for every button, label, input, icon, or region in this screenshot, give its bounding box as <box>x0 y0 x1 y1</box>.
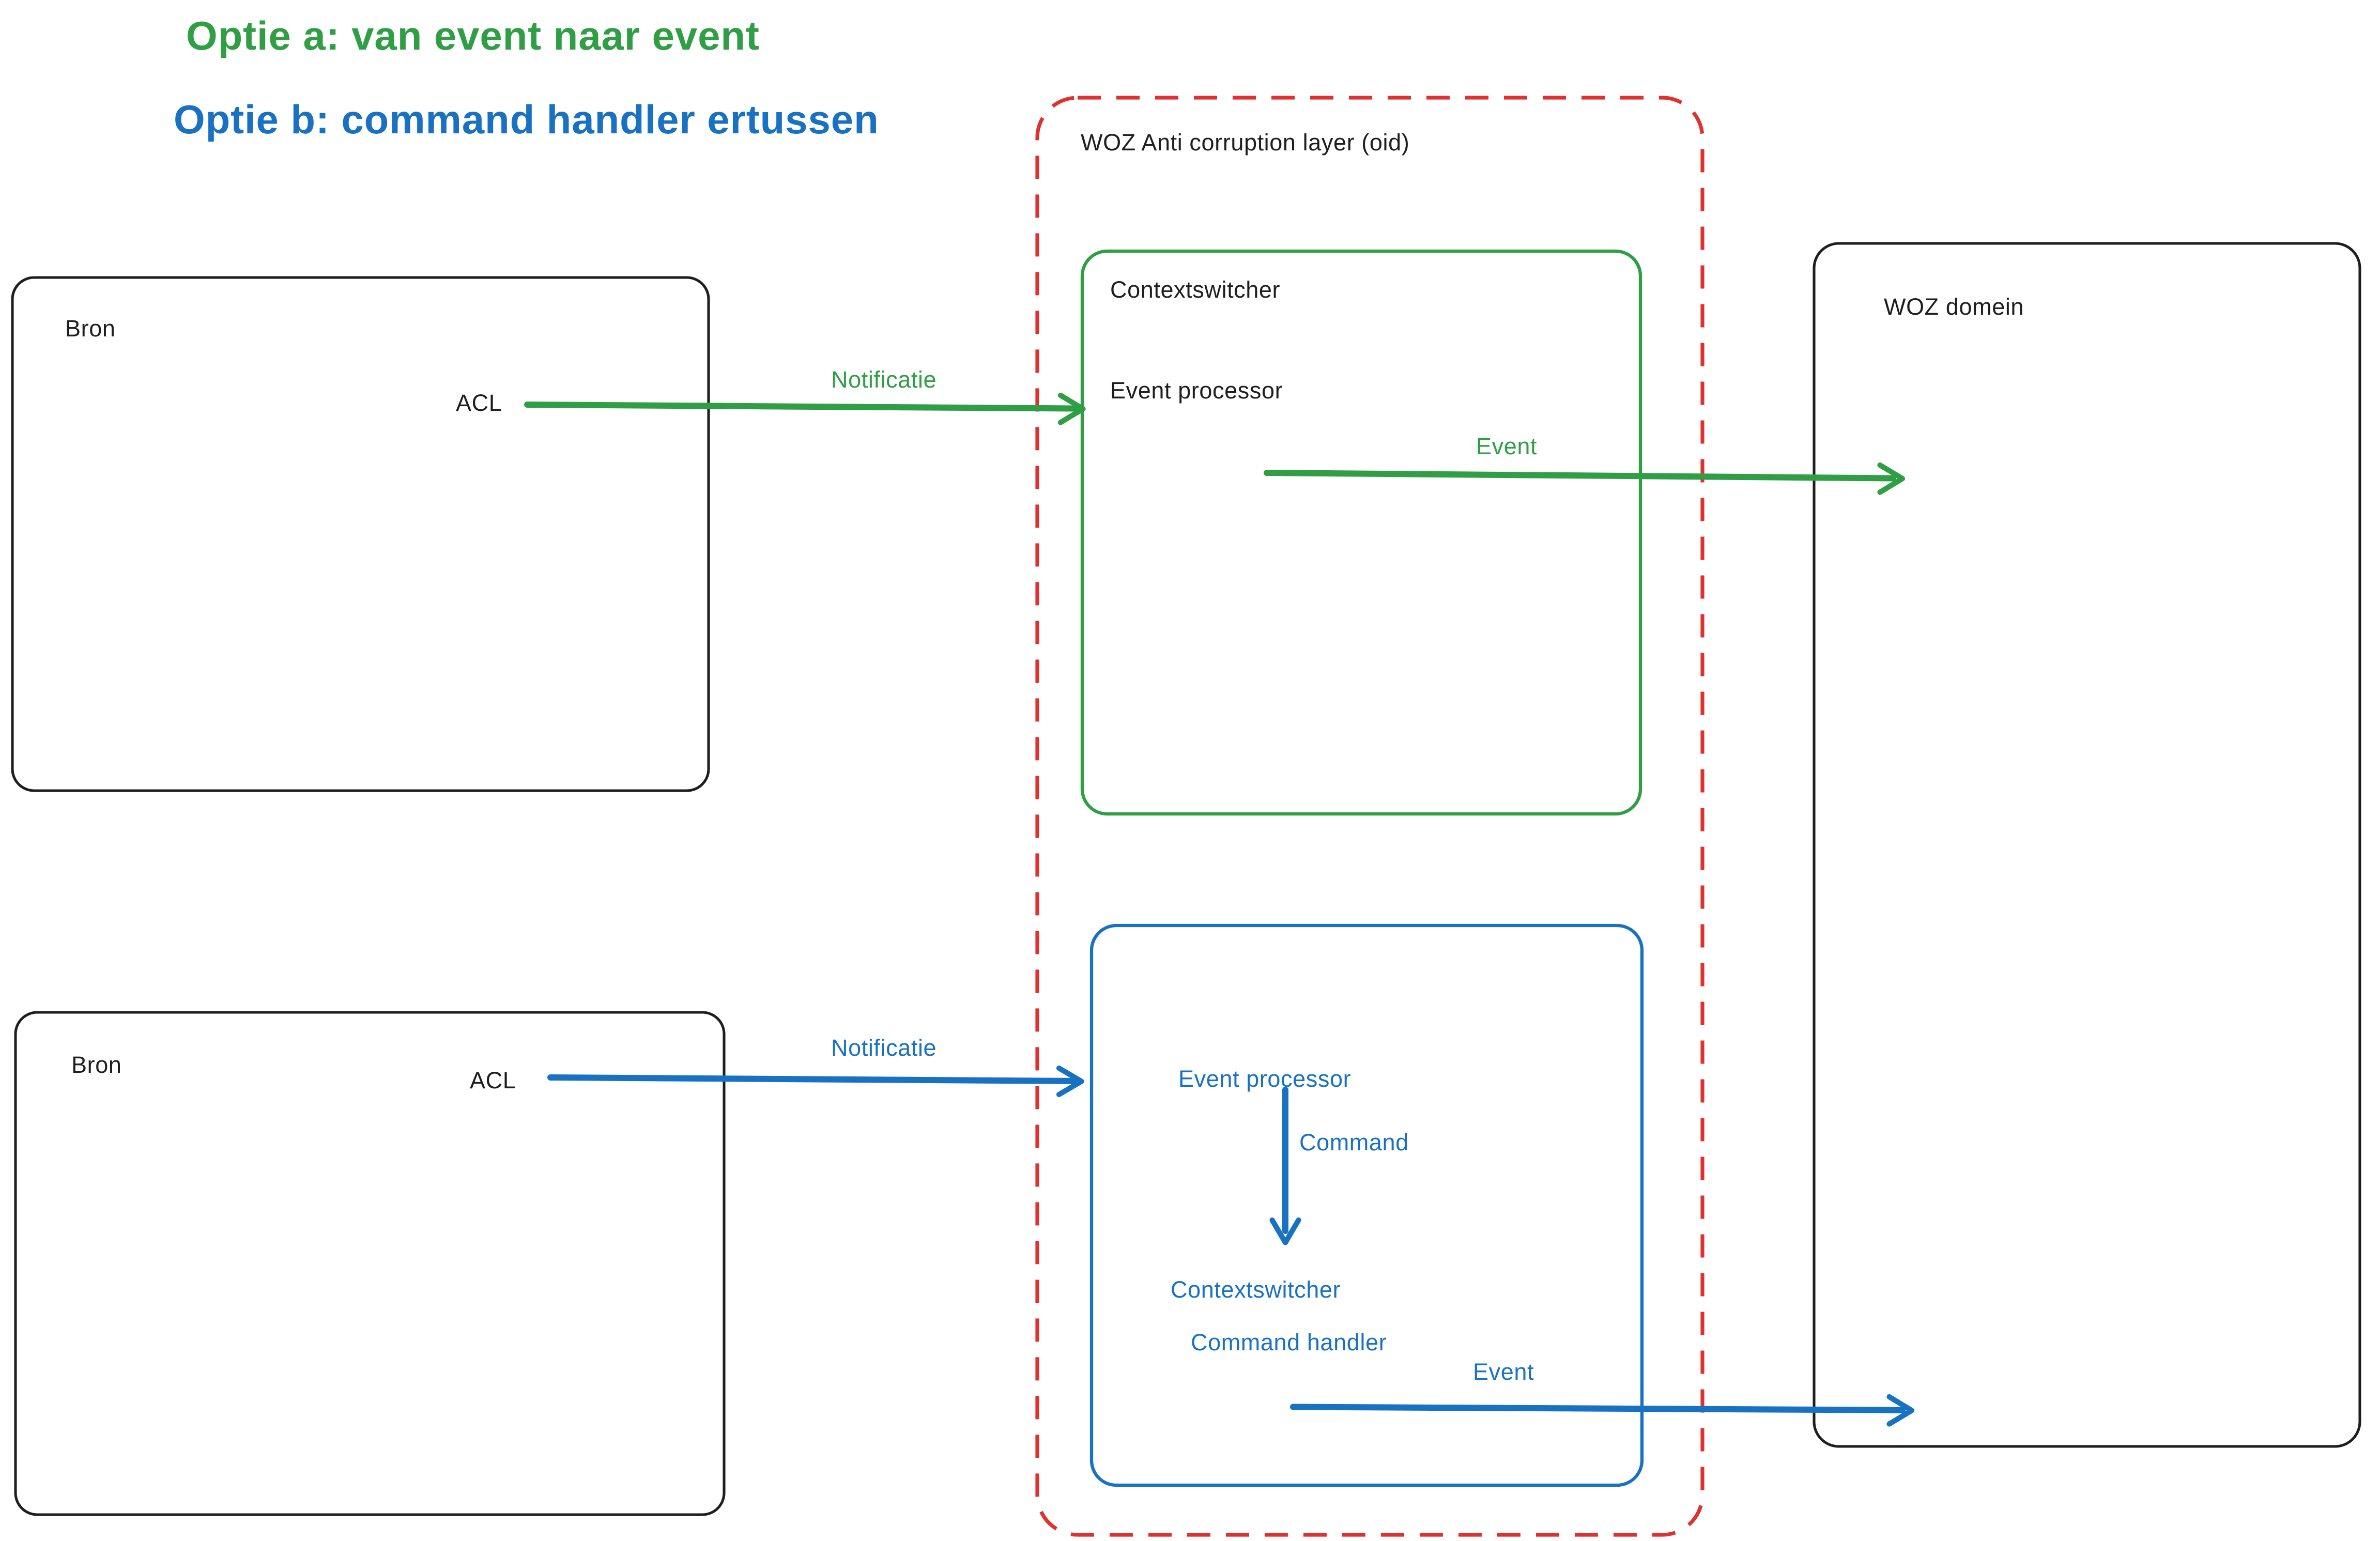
bron-top-acl-label: ACL <box>456 391 502 417</box>
option-a-contextswitcher-label: Contextswitcher <box>1110 278 1281 304</box>
title-option-b: Optie b: command handler ertussen <box>174 96 879 143</box>
bron-top-box <box>11 276 710 792</box>
arrow-option-b-notificatie <box>547 1065 1084 1098</box>
bron-bottom-label: Bron <box>71 1053 122 1079</box>
option-a-box <box>1080 249 1642 816</box>
arrow-option-b-event-label: Event <box>1473 1360 1534 1386</box>
bron-bottom-acl-label: ACL <box>470 1068 516 1095</box>
woz-domain-label: WOZ domein <box>1884 295 2024 321</box>
arrow-option-a-notificatie <box>524 392 1086 425</box>
option-b-event-processor-label: Event processor <box>1178 1067 1352 1093</box>
acl-layer-dashed-box <box>1035 96 1705 1537</box>
arrow-option-b-command-label: Command <box>1299 1130 1409 1157</box>
option-a-event-processor-label: Event processor <box>1110 378 1283 405</box>
arrow-option-b-notificatie-label: Notificatie <box>831 1036 937 1062</box>
arrow-option-a-event <box>1264 462 1906 495</box>
acl-layer-label: WOZ Anti corruption layer (oid) <box>1081 130 1410 157</box>
arrow-option-a-event-label: Event <box>1476 434 1538 460</box>
option-b-box <box>1089 923 1644 1487</box>
option-b-command-handler-label: Command handler <box>1191 1330 1387 1357</box>
bron-bottom-box <box>14 1011 726 1516</box>
arrow-option-a-notificatie-label: Notificatie <box>831 367 937 394</box>
arrow-option-b-command <box>1269 1087 1301 1245</box>
woz-domain-box <box>1813 242 2361 1448</box>
title-option-a: Optie a: van event naar event <box>186 12 760 59</box>
bron-top-label: Bron <box>65 316 116 343</box>
option-b-contextswitcher-label: Contextswitcher <box>1171 1277 1341 1304</box>
arrow-option-b-event <box>1290 1394 1915 1427</box>
